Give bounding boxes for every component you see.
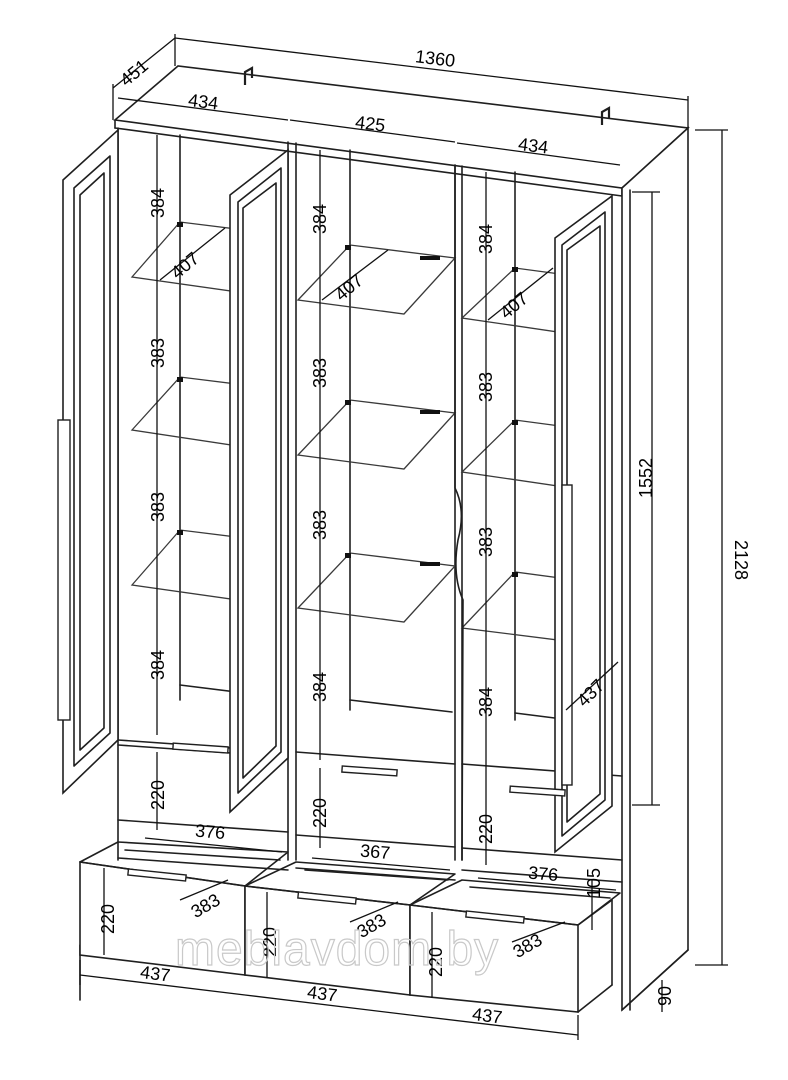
- dim-front-left: 437: [139, 962, 171, 986]
- dim-gap-mid-4: 384: [310, 672, 330, 702]
- dim-gap-right-2: 383: [476, 372, 496, 402]
- dim-gap-left-3: 383: [148, 492, 168, 522]
- dimension-lines: [79, 34, 728, 1040]
- glass-shelves: [130, 221, 607, 641]
- dim-section-middle: 425: [354, 112, 386, 136]
- dim-gap-left-2: 383: [148, 338, 168, 368]
- dim-shelf-depth-right: 407: [496, 288, 532, 323]
- dim-gap-left-4: 384: [148, 650, 168, 680]
- dim-drawer-lower-right: 220: [426, 947, 446, 977]
- right-glass-door: [554, 194, 613, 854]
- left-glass-door-outer: [57, 128, 119, 795]
- drawer-handle-lower-mid: [297, 891, 357, 905]
- drawer-handle-upper-right: [509, 785, 566, 797]
- dim-front-right: 437: [471, 1004, 503, 1028]
- dim-section-left: 434: [187, 90, 219, 114]
- dim-gap-left-1: 384: [148, 188, 168, 218]
- dim-shelf-depth-mid: 407: [331, 270, 367, 305]
- dim-inner-mid: 367: [359, 841, 391, 864]
- wall-brackets: [243, 66, 611, 125]
- dim-front-mid: 437: [306, 982, 338, 1006]
- dim-glass-height: 1552: [636, 458, 656, 498]
- watermark-text: meblavdom.by: [175, 923, 499, 976]
- dim-gap-right-1: 384: [476, 224, 496, 254]
- door-handle-right: [561, 484, 573, 786]
- dim-gap-mid-2: 383: [310, 358, 330, 388]
- dim-drawer-upper-mid: 220: [310, 798, 330, 828]
- dim-gap-mid-3: 383: [310, 510, 330, 540]
- left-glass-door-inner: [229, 148, 289, 814]
- dim-drawer-upper-right: 220: [476, 814, 496, 844]
- dim-section-right: 434: [517, 134, 549, 158]
- lower-drawer-middle: [244, 861, 456, 996]
- dim-inner-right: 376: [527, 863, 559, 886]
- dim-gap-right-4: 384: [476, 687, 496, 717]
- drawer-handle-upper-left: [172, 742, 229, 754]
- dim-shelf-depth-left: 407: [167, 248, 203, 283]
- dim-drawer-upper-left: 220: [148, 780, 168, 810]
- dim-gap-right-3: 383: [476, 527, 496, 557]
- dim-drawer-side: 105: [584, 868, 604, 898]
- dim-plinth: 90: [655, 986, 675, 1006]
- drawer-handle-upper-mid: [341, 765, 398, 777]
- dim-gap-mid-1: 384: [310, 204, 330, 234]
- lower-drawer-right: [409, 879, 621, 1013]
- drawer-handle-lower-right: [465, 910, 525, 924]
- dim-inner-left: 376: [194, 821, 226, 844]
- dim-total-height: 2128: [731, 540, 751, 580]
- door-handle-left: [57, 419, 71, 721]
- dim-total-width: 1360: [414, 46, 456, 71]
- drawer-handle-lower-left: [127, 868, 187, 882]
- dim-drawer-lower-left: 220: [98, 904, 118, 934]
- dim-drawer-lower-mid: 220: [260, 927, 280, 957]
- middle-door-edge: [454, 164, 464, 861]
